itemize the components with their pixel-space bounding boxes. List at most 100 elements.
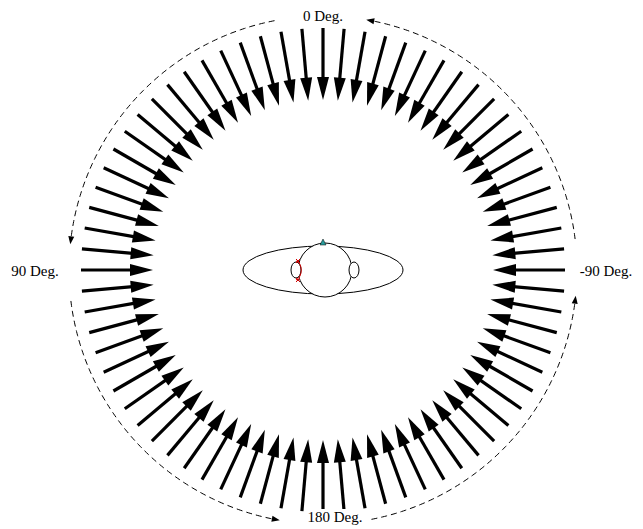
incidence-arrow — [202, 60, 238, 122]
arrow-head — [432, 400, 451, 421]
arrow-head — [470, 168, 493, 185]
arrow-head — [487, 314, 511, 326]
arrow-shaft — [402, 440, 425, 489]
incidence-arrow — [493, 264, 565, 276]
incidence-arrow — [184, 409, 225, 468]
incidence-arrow — [317, 28, 329, 100]
arrow-shaft — [431, 72, 462, 116]
arrow-shaft — [339, 29, 344, 83]
incidence-arrow — [421, 72, 462, 131]
arrow-shaft — [493, 349, 542, 372]
arrow-head — [300, 77, 312, 100]
arrow-shaft — [260, 452, 274, 504]
arrow-head — [493, 264, 516, 276]
arrow-shaft — [104, 349, 153, 372]
arrow-head — [351, 437, 363, 461]
incidence-arrow — [81, 264, 153, 276]
dashed-arc — [71, 21, 275, 239]
arrow-head — [130, 247, 153, 259]
angle-label: 180 Deg. — [306, 509, 365, 526]
dashed-arc — [371, 301, 575, 519]
arrow-head — [453, 379, 474, 398]
incidence-arrow — [125, 131, 184, 172]
incidence-arrow — [334, 29, 346, 101]
arrow-shaft — [339, 457, 344, 511]
arrow-head — [284, 79, 296, 103]
arrow-head — [267, 82, 279, 106]
arrow-shaft — [505, 319, 557, 333]
arrow-head — [251, 87, 265, 111]
arrow-shaft — [510, 286, 564, 291]
angle-dial — [68, 18, 577, 521]
incidence-arrow — [152, 390, 203, 441]
arrow-shaft — [302, 457, 307, 511]
arrow-shaft — [96, 334, 147, 352]
arrow-head — [207, 409, 225, 431]
incidence-arrow — [443, 390, 494, 441]
arrow-shaft — [281, 455, 290, 508]
arrow-head — [284, 437, 296, 461]
incidence-arrow — [487, 314, 557, 333]
incidence-arrow — [260, 434, 279, 504]
dashed-arc — [71, 301, 275, 519]
arrow-head — [462, 154, 484, 172]
incidence-arrow — [138, 114, 193, 160]
incidence-arrow — [281, 32, 295, 103]
arrow-shaft — [202, 433, 229, 480]
incidence-arrow — [367, 36, 386, 106]
arrow-head — [207, 108, 225, 130]
arrow-head — [477, 342, 500, 357]
incidence-arrow — [89, 207, 159, 226]
direction-arrowhead — [366, 18, 374, 24]
arrow-shaft — [85, 303, 138, 312]
arrow-shaft — [281, 32, 290, 85]
arrow-shaft — [486, 149, 533, 176]
arrow-shaft — [477, 378, 521, 409]
arrow-head — [432, 118, 451, 139]
arrow-head — [161, 368, 183, 386]
arrow-shaft — [356, 32, 365, 85]
arrow-head — [140, 198, 164, 212]
arrow-head — [146, 342, 169, 357]
arrow-head — [462, 368, 484, 386]
incidence-arrow — [490, 228, 561, 242]
arrow-shaft — [500, 334, 551, 352]
incidence-arrow — [82, 247, 154, 259]
arrow-shaft — [104, 168, 153, 191]
arrow-shaft — [356, 455, 365, 508]
arrow-shaft — [417, 60, 444, 107]
incidence-arrow — [167, 400, 213, 455]
arrow-shaft — [387, 447, 405, 498]
arrow-shaft — [493, 168, 542, 191]
arrow-shaft — [82, 249, 136, 254]
arrow-head — [146, 183, 169, 198]
arrow-head — [236, 93, 251, 116]
incidence-arrow — [470, 149, 532, 185]
incidence-arrow — [300, 439, 312, 511]
arrow-head — [251, 430, 265, 454]
arrow-head — [443, 129, 464, 150]
arrow-head — [367, 434, 379, 458]
arrow-head — [171, 141, 192, 160]
arrow-head — [395, 93, 410, 116]
arrow-shaft — [113, 149, 160, 176]
head-figure — [243, 239, 403, 297]
arrow-shaft — [508, 228, 561, 237]
incidence-arrow — [492, 247, 564, 259]
arrow-head — [483, 328, 507, 342]
arrow-shaft — [302, 29, 307, 83]
incidence-arrow — [113, 149, 175, 185]
arrow-head — [477, 183, 500, 198]
arrow-head — [395, 424, 410, 447]
arrow-head — [421, 409, 439, 431]
incidence-arrow — [492, 281, 564, 293]
incidence-arrow — [432, 85, 478, 140]
arrow-head — [221, 417, 238, 440]
arrow-shaft — [221, 440, 244, 489]
arrow-head — [381, 430, 395, 454]
arrow-head — [221, 100, 238, 123]
arrow-head — [135, 314, 159, 326]
incidence-arrow — [381, 43, 406, 111]
